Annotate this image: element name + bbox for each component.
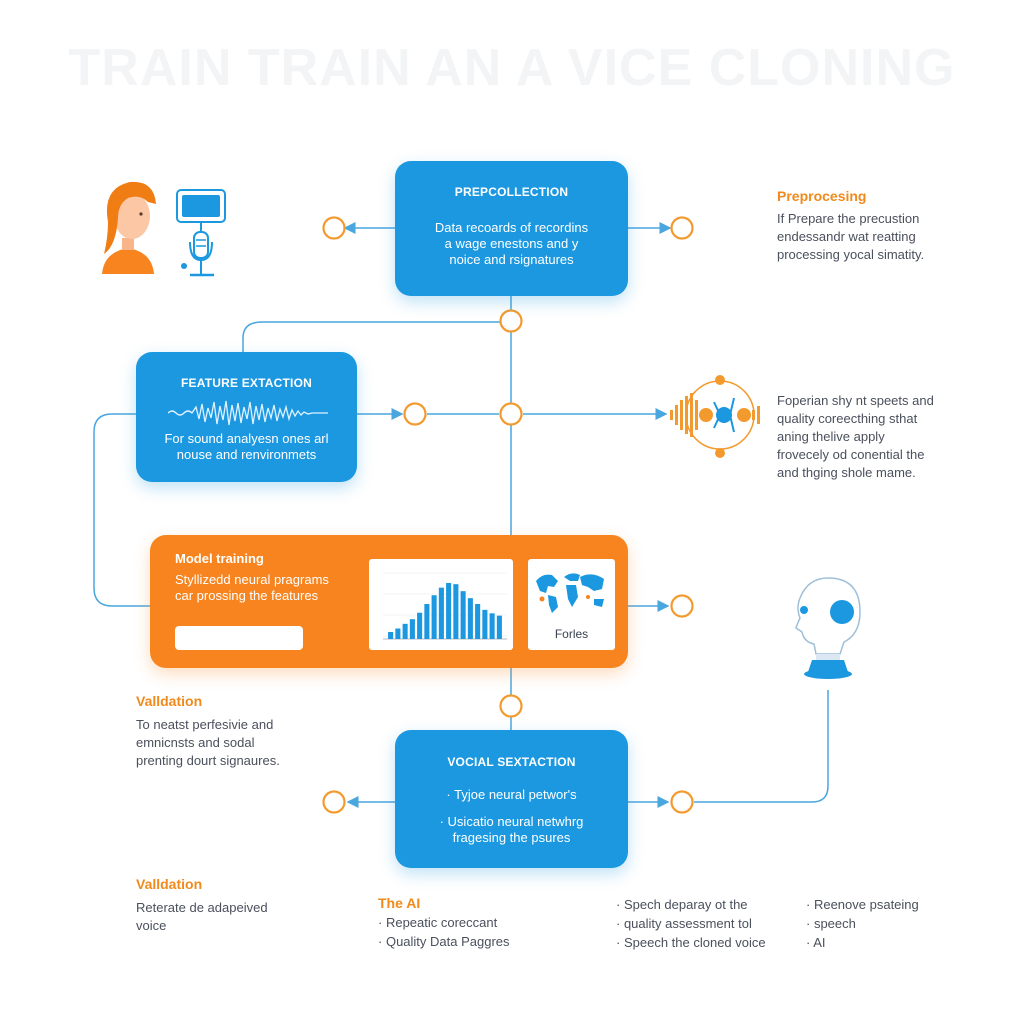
chart-bar [409, 619, 415, 639]
node [670, 790, 694, 814]
remove-list: Reenove psateing speech AI [806, 895, 986, 952]
chart-bar [475, 604, 481, 639]
vocal-extraction-item: fragesing the psures [452, 830, 571, 845]
node [322, 216, 346, 240]
list-item: Speech the cloned voice [616, 933, 796, 952]
node [670, 594, 694, 618]
branch-to-feature [242, 321, 511, 352]
chart-bar [453, 584, 459, 639]
link-to-robot [694, 690, 829, 803]
list-item: Quality Data Paggres [378, 932, 598, 951]
chart-bar [482, 609, 488, 639]
node [322, 790, 346, 814]
validation-text: To neatst perfesivie and emnicnsts and s… [136, 717, 280, 768]
the-ai-list: Repeatic coreccant Quality Data Paggres [378, 913, 598, 951]
list-item: Repeatic coreccant [378, 913, 598, 932]
preprocessing-note: Preprocesing If Prepare the precustion e… [777, 188, 1007, 264]
validation-heading: Valldation [136, 693, 203, 709]
chart-bar [467, 598, 473, 639]
list-item: AI [806, 933, 986, 952]
waveform-icon [168, 400, 328, 426]
chart-bar [395, 628, 401, 639]
speech-list: Spech deparay ot the quality assessment … [616, 895, 796, 952]
node [499, 694, 523, 718]
soundwave-icon [670, 375, 760, 458]
the-ai-heading: The AI [378, 895, 421, 911]
chart-bar [438, 587, 444, 639]
feature-extraction-text: For sound analyesn ones arl nouse and re… [164, 431, 329, 462]
chart-panel [369, 559, 513, 650]
prepcollection-box[interactable]: PREPCOLLECTION Data recoards of recordin… [395, 161, 628, 296]
model-training-box[interactable]: Model training Styllizedd neural pragram… [150, 535, 628, 668]
world-map-icon [536, 573, 604, 613]
chart-bar [431, 595, 437, 639]
chart-bar [388, 632, 394, 639]
model-training-input[interactable] [175, 626, 303, 650]
chart-bar [446, 583, 452, 639]
chart-bar [417, 612, 423, 639]
prepcollection-text: Data recoards of recordins a wage enesto… [434, 220, 589, 267]
validation-bottom-note: Valldation Reterate de adapeived voice [136, 876, 356, 935]
page-title: TRAIN TRAIN AN A VICE CLONING [68, 39, 956, 97]
node [403, 402, 427, 426]
vocal-extraction-item: · Usicatio neural netwhrg [439, 814, 584, 829]
node [670, 216, 694, 240]
chart-bar [460, 591, 466, 639]
model-training-text: Styllizedd neural pragrams car prossing … [175, 572, 329, 603]
preprocessing-heading: Preprocesing [777, 188, 867, 204]
map-label: Forles [554, 627, 589, 641]
validation-bottom-text: Reterate de adapeived voice [136, 900, 268, 933]
robot-head-icon [795, 577, 861, 679]
list-item: Reenove psateing [806, 895, 986, 914]
validation-note: Valldation To neatst perfesivie and emni… [136, 693, 376, 770]
vocal-extraction-box[interactable]: VOCIAL SEXTACTION · Tyjoe neural petwor'… [395, 730, 628, 868]
chart-bar [424, 604, 430, 639]
chart-bar [489, 613, 495, 639]
right-note: Foperian shy nt speets and quality coree… [777, 393, 934, 480]
list-item: quality assessment tol [616, 914, 796, 933]
model-training-title: Model training [175, 551, 264, 566]
bar-chart [383, 572, 507, 640]
the-ai-note: The AI Repeatic coreccant Quality Data P… [378, 895, 598, 951]
vocal-extraction-item: · Tyjoe neural petwor's [446, 787, 577, 802]
feature-extraction-box[interactable]: FEATURE EXTACTION For sound analyesn one… [136, 352, 357, 482]
prepcollection-title: PREPCOLLECTION [454, 185, 569, 199]
map-panel: Forles [528, 559, 615, 650]
list-item: speech [806, 914, 986, 933]
loop-to-model [93, 413, 150, 607]
node [499, 402, 523, 426]
list-item: Spech deparay ot the [616, 895, 796, 914]
preprocessing-text: If Prepare the precustion endessandr wat… [777, 211, 925, 262]
chart-bar [402, 623, 408, 639]
vocal-extraction-title: VOCIAL SEXTACTION [447, 755, 576, 769]
person-icon [102, 181, 156, 274]
validation-bottom-heading: Valldation [136, 876, 203, 892]
node [499, 309, 523, 333]
microphone-icon [176, 189, 226, 277]
feature-extraction-title: FEATURE EXTACTION [181, 376, 312, 390]
chart-bar [496, 615, 502, 639]
